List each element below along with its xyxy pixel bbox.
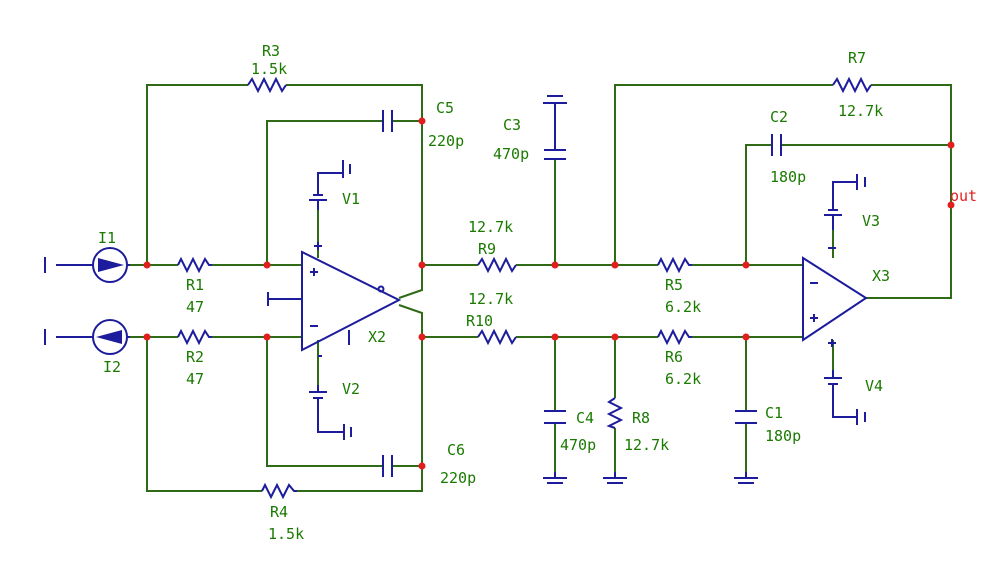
- value-c5: 220p: [428, 132, 464, 150]
- capacitor-c1: [734, 410, 758, 484]
- component-labels: I1 I2 R1 47 R2 47 R3 1.5k R4 1.5k C5 220…: [98, 42, 977, 543]
- label-r3: R3: [262, 42, 280, 60]
- current-source-i1: [44, 247, 130, 283]
- value-r2: 47: [186, 370, 204, 388]
- label-r1: R1: [186, 276, 204, 294]
- resistor-r1: [177, 256, 212, 274]
- value-r8: 12.7k: [624, 436, 669, 454]
- capacitor-c4: [543, 410, 567, 484]
- label-x3: X3: [872, 267, 890, 285]
- value-r9: 12.7k: [468, 218, 513, 236]
- value-c6: 220p: [440, 469, 476, 487]
- value-r6: 6.2k: [665, 370, 701, 388]
- label-r9: R9: [478, 240, 496, 258]
- label-out: out: [950, 187, 977, 205]
- label-r8: R8: [632, 409, 650, 427]
- label-r2: R2: [186, 348, 204, 366]
- capacitor-c3: [543, 95, 567, 160]
- label-i2: I2: [103, 358, 121, 376]
- label-r5: R5: [665, 276, 683, 294]
- label-i1: I1: [98, 229, 116, 247]
- voltage-source-v4: [824, 370, 866, 425]
- value-r4: 1.5k: [268, 525, 304, 543]
- label-c6: C6: [447, 441, 465, 459]
- label-v2: V2: [342, 380, 360, 398]
- resistor-r6: [657, 328, 692, 346]
- label-r6: R6: [665, 348, 683, 366]
- label-v4: V4: [865, 377, 883, 395]
- resistor-r5: [657, 256, 692, 274]
- resistor-r8: [603, 397, 627, 484]
- label-x2: X2: [368, 328, 386, 346]
- resistor-r7: [832, 76, 872, 94]
- resistor-r3: [247, 76, 287, 94]
- value-c3: 470p: [493, 145, 529, 163]
- value-r7: 12.7k: [838, 102, 883, 120]
- value-r1: 47: [186, 298, 204, 316]
- label-c1: C1: [765, 404, 783, 422]
- resistor-r4: [261, 482, 297, 500]
- capacitor-c6: [382, 455, 393, 477]
- value-r5: 6.2k: [665, 298, 701, 316]
- value-c2: 180p: [770, 168, 806, 186]
- label-v3: V3: [862, 212, 880, 230]
- label-c4: C4: [576, 409, 594, 427]
- current-source-i2: [44, 319, 130, 355]
- label-c2: C2: [770, 108, 788, 126]
- label-r4: R4: [270, 503, 288, 521]
- wires: [128, 84, 952, 492]
- opamp-x3: [802, 247, 868, 347]
- value-r10: 12.7k: [468, 290, 513, 308]
- label-c3: C3: [503, 116, 521, 134]
- label-c5: C5: [436, 99, 454, 117]
- label-r10: R10: [466, 312, 493, 330]
- capacitor-c2: [771, 134, 782, 156]
- capacitor-c5: [382, 110, 393, 132]
- voltage-source-v1: [309, 160, 351, 210]
- value-c4: 470p: [560, 436, 596, 454]
- value-r3: 1.5k: [251, 60, 287, 78]
- value-c1: 180p: [765, 427, 801, 445]
- voltage-source-v2: [309, 385, 352, 440]
- opamp-x2: [267, 242, 402, 357]
- label-r7: R7: [848, 49, 866, 67]
- voltage-source-v3: [824, 174, 866, 230]
- resistor-r2: [177, 328, 212, 346]
- node-dots: [143, 117, 955, 470]
- resistor-r9: [477, 256, 517, 274]
- resistor-r10: [477, 328, 517, 346]
- label-v1: V1: [342, 190, 360, 208]
